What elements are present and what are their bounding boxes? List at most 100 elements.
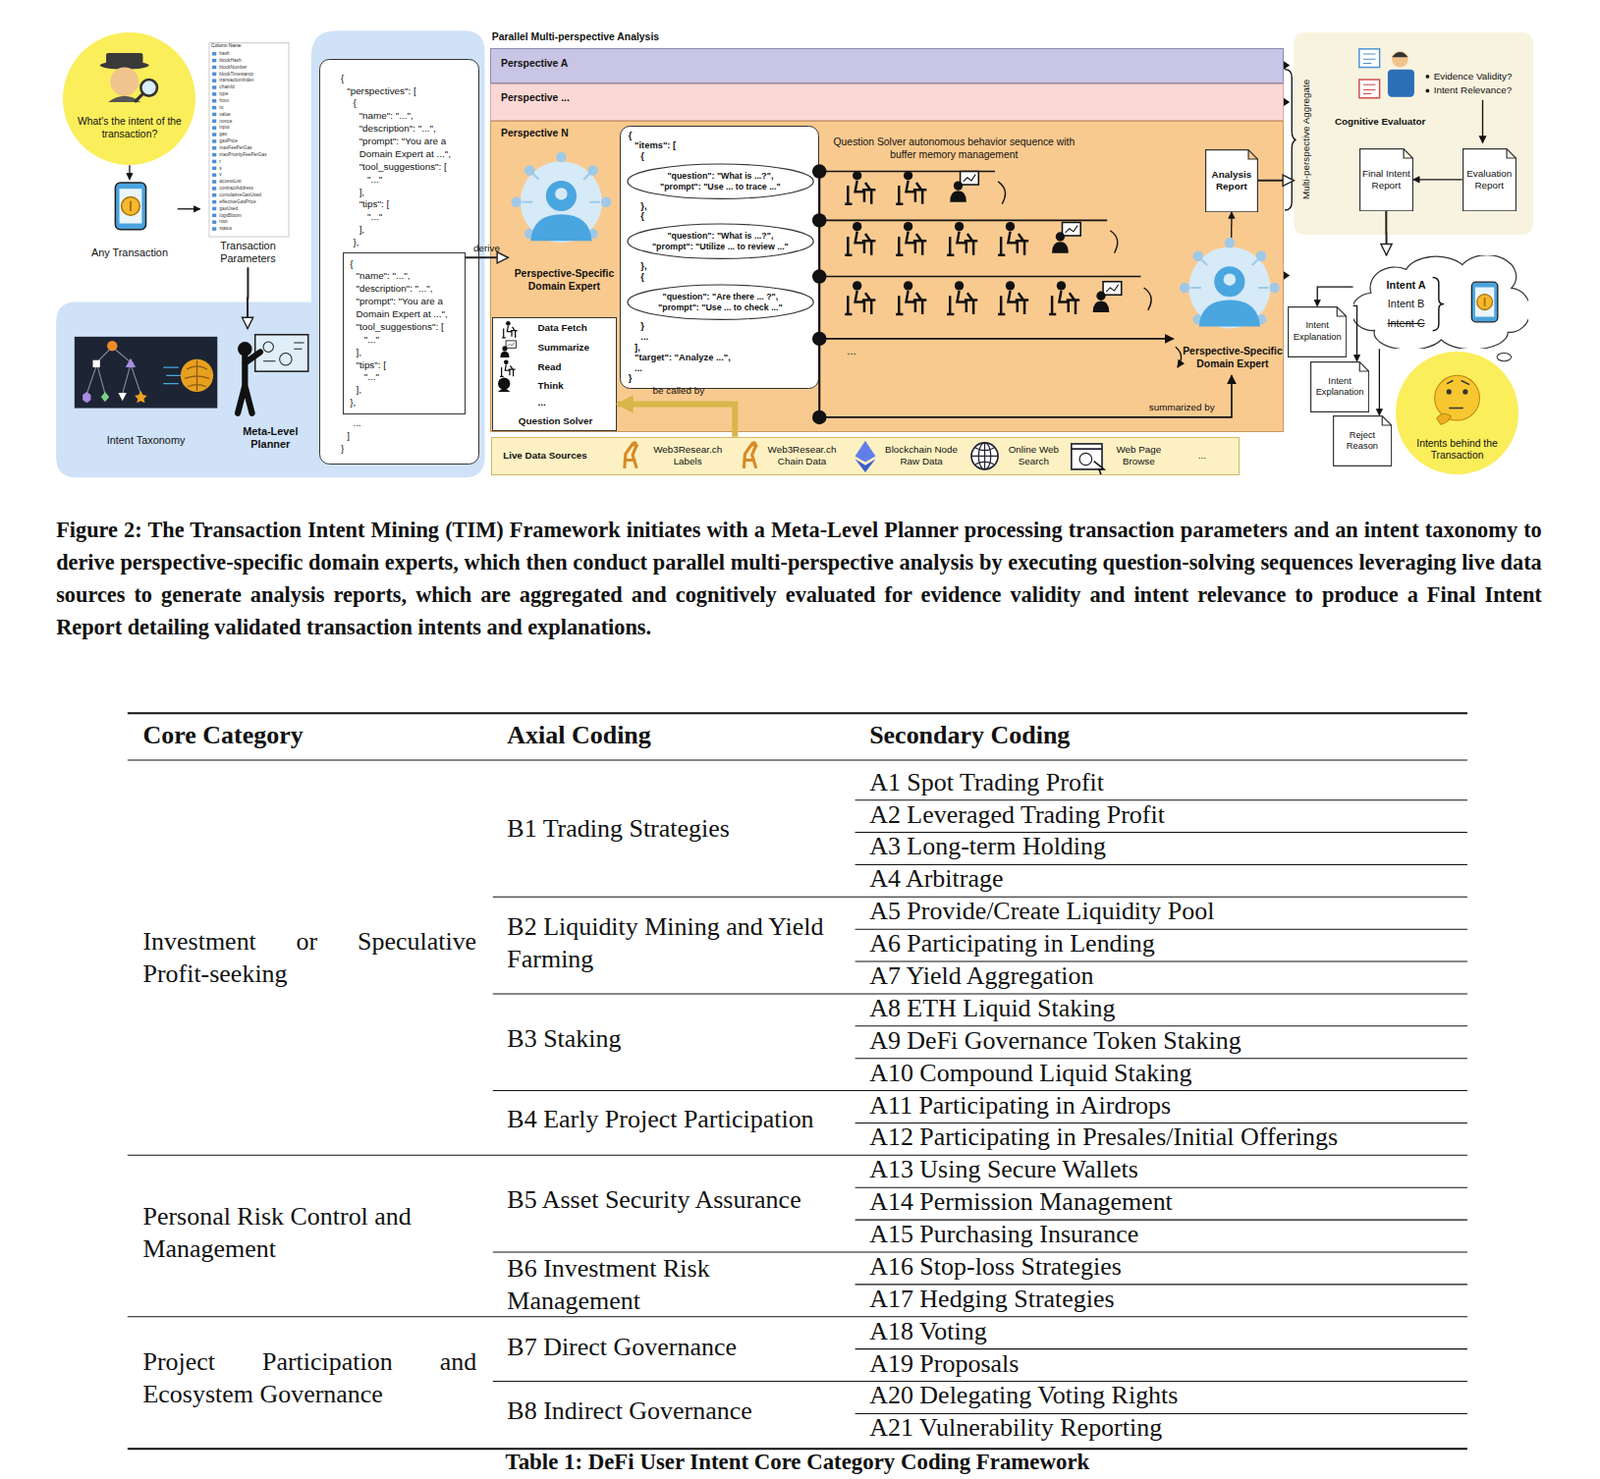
node-text: "perspectives": [: [340, 85, 475, 99]
report-document: Final Intent Report: [1359, 148, 1414, 212]
table-rule: [855, 864, 1468, 866]
table-cell: A19 Proposals: [869, 1348, 1019, 1381]
node-text: }: [628, 321, 815, 332]
node-text: Read: [537, 361, 561, 374]
column-name: input: [219, 124, 229, 131]
node-text: Any Transaction: [91, 246, 168, 260]
taxonomy-image: [82, 391, 91, 403]
solver-icons: [497, 321, 518, 392]
worker-glyph: [1051, 221, 1081, 253]
node-text: "description": "...",: [340, 122, 475, 136]
table-cell: B8 Indirect Governance: [506, 1395, 846, 1429]
table-cell: A13 Using Secure Wallets: [869, 1154, 1139, 1187]
solver-timeline: [812, 331, 828, 347]
data-source-icons: [855, 459, 877, 474]
node-text: Perspective ...: [500, 92, 570, 105]
node-text: "items": [: [628, 140, 815, 152]
column-icon: [212, 106, 217, 111]
node-text: Live Data Sources: [502, 449, 588, 462]
node-text: }: [628, 373, 815, 385]
table-cell: B1 Trading Strategies: [506, 813, 846, 846]
node-text: Online Web Search: [996, 443, 1071, 468]
column-name: maxPriorityFeePerGas: [219, 152, 267, 159]
table-cell: A10 Compound Liquid Staking: [869, 1057, 1192, 1091]
node-text: Perspective-Specific Domain Expert: [1176, 345, 1289, 371]
data-source-icons: [1071, 447, 1103, 450]
cloud-details: [1471, 281, 1497, 323]
node-text: "question": "What is ...?",: [666, 170, 773, 182]
node-text: "...": [340, 173, 475, 187]
worker-glyph: [997, 280, 1029, 315]
column-icon: [212, 220, 217, 224]
node-text: },: [349, 396, 460, 410]
table-cell: A7 Yield Aggregation: [869, 960, 1094, 994]
node-text: Final Intent Report: [1361, 167, 1412, 192]
table-cell: A21 Vulnerability Reporting: [869, 1412, 1162, 1445]
aggregate-bracket: [1283, 60, 1296, 279]
solver-timeline: [818, 171, 821, 418]
data-source-icons: [624, 441, 1104, 475]
node-text: Perspective N: [500, 127, 569, 140]
evaluator-figure: [1387, 69, 1415, 98]
taxonomy-image: [125, 358, 136, 368]
column-icon: [212, 72, 217, 77]
node-text: Data Fetch: [537, 322, 587, 334]
evaluator-figure: [1426, 89, 1431, 94]
thinking-face: [1434, 375, 1481, 421]
column-name: hash: [219, 51, 229, 57]
json-panel: {"perspectives": [{"name": "...","descri…: [319, 58, 480, 465]
table-cell: A5 Provide/Create Liquidity Pool: [869, 895, 1214, 929]
column-icon: [212, 179, 217, 184]
column-icon: [212, 92, 217, 97]
figure-art: [1179, 237, 1280, 329]
data-source-icons: [743, 441, 757, 469]
column-icon: [212, 172, 217, 177]
connector: [1384, 211, 1387, 256]
connector: [177, 208, 201, 210]
figure-art: [74, 43, 1512, 1450]
detective-icon: [134, 94, 143, 103]
background-panel: [55, 30, 485, 478]
taxonomy-image: [134, 390, 147, 403]
connector: [465, 256, 509, 259]
table-rule: [493, 993, 1468, 994]
intent-cloud: Intent AIntent BIntent C: [1353, 255, 1530, 350]
node-text: {: [349, 258, 460, 272]
node-text: ...: [1191, 449, 1213, 462]
solver-timeline: [819, 375, 1232, 418]
column-icon: [212, 153, 217, 158]
doc-path: [1359, 148, 1413, 211]
table-rule: [493, 1090, 1468, 1092]
column-name: maxFeePerGas: [219, 145, 252, 152]
evaluator-figure: [1482, 100, 1484, 144]
node-text: ],: [628, 342, 815, 354]
node-text: {: [628, 272, 815, 283]
evaluator-figure: [1359, 49, 1380, 68]
column-icon: [212, 166, 217, 171]
column-icon: [212, 193, 217, 198]
column-icon: [212, 132, 217, 137]
column-name: gasUsed: [219, 206, 238, 213]
table-cell: A16 Stop-loss Strategies: [869, 1251, 1122, 1284]
node-text: Evidence Validity?: [1434, 70, 1532, 83]
node-text: Intent Relevance?: [1434, 84, 1532, 97]
node-text: "tool_suggestions": [: [340, 161, 475, 174]
column-name: r: [219, 159, 221, 166]
planner-figure: [263, 341, 274, 352]
table-rule: [127, 1316, 1468, 1318]
node-text: },: [628, 261, 815, 273]
table-rule: [127, 759, 1468, 761]
solver-icons: [501, 321, 518, 338]
node-text: {: [340, 97, 475, 111]
node-text: Web3Resear.ch Chain Data: [759, 443, 845, 468]
table-cell: B2 Liquidity Mining and Yield Farming: [506, 911, 846, 977]
node-text: {: [340, 72, 475, 86]
edge-label: derive: [473, 242, 500, 254]
table-rule: [855, 1187, 1468, 1189]
doc-path: [1311, 361, 1370, 412]
connector: [616, 403, 735, 437]
ellipse-outline: [627, 284, 814, 320]
cloud-details: [1496, 352, 1512, 361]
table-cell: A1 Spot Trading Profit: [869, 767, 1104, 800]
connector: [1258, 179, 1294, 182]
